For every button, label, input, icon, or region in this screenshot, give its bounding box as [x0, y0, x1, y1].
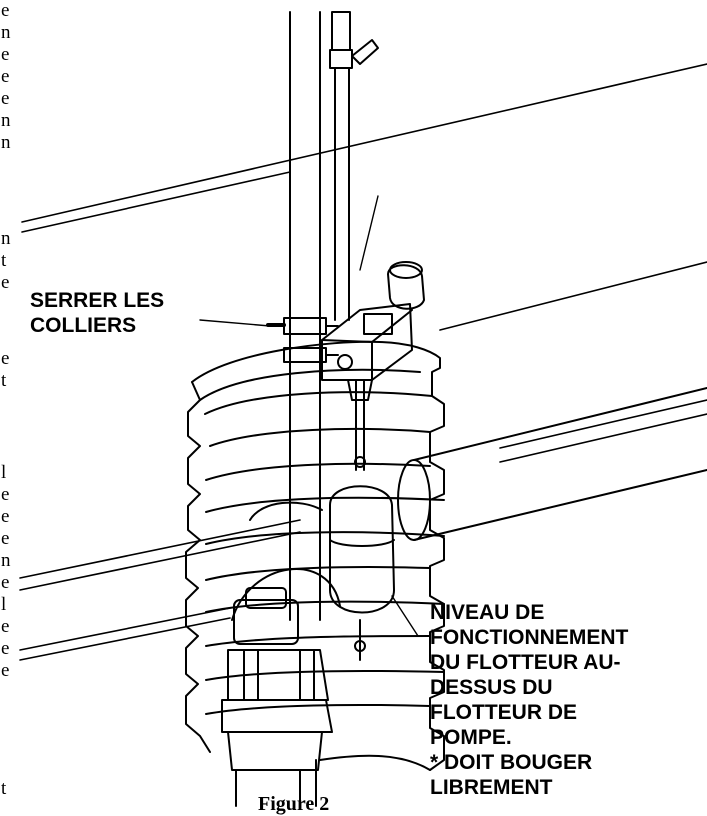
inlet-pipe: [397, 387, 707, 541]
float-label-line-2: FONCTIONNEMENT: [430, 626, 629, 649]
float-label-line-3: DU FLOTTEUR AU-: [430, 651, 621, 674]
discharge-pipe: [289, 11, 321, 621]
sump-pump: [221, 568, 341, 807]
alarm-box: [321, 195, 425, 381]
float-label-line-6: POMPE.: [430, 726, 512, 749]
margin-fragment: n: [1, 228, 11, 249]
margin-fragment: n: [1, 110, 11, 131]
margin-fragment: e: [1, 0, 10, 21]
margin-fragment: e: [1, 88, 10, 109]
margin-fragment: e: [1, 616, 10, 637]
floor-lines: [19, 63, 707, 661]
float-switch: [329, 379, 419, 661]
margin-fragment: n: [1, 132, 11, 153]
margin-fragment: e: [1, 572, 10, 593]
float-level-label: NIVEAU DE FONCTIONNEMENT DU FLOTTEUR AU-…: [430, 600, 628, 800]
clamp-label-line-1: SERRER LES: [30, 289, 165, 312]
margin-fragment: e: [1, 528, 10, 549]
margin-fragment: e: [1, 506, 10, 527]
sump-basin: [185, 340, 445, 771]
figure-caption: Figure 2: [258, 793, 330, 815]
margin-fragment: l: [1, 462, 7, 483]
margin-fragment: e: [1, 348, 10, 369]
margin-fragment: n: [1, 22, 11, 43]
alarm-pipe: [329, 11, 379, 321]
margin-fragment: e: [1, 272, 10, 293]
margin-fragment: e: [1, 66, 10, 87]
margin-fragment: e: [1, 638, 10, 659]
margin-fragment: t: [1, 778, 7, 799]
float-label-line-7: * DOIT BOUGER: [430, 751, 593, 774]
margin-fragment: t: [1, 370, 7, 391]
float-label-line-8: LIBREMENT: [430, 776, 553, 799]
margin-fragment: e: [1, 660, 10, 681]
float-label-line-1: NIVEAU DE: [430, 601, 545, 624]
pipe-clamps: [266, 317, 339, 363]
clamp-leader-line: [199, 319, 271, 327]
float-label-line-5: FLOTTEUR DE: [430, 701, 577, 724]
margin-fragment: e: [1, 484, 10, 505]
clamp-label: SERRER LES COLLIERS: [30, 288, 164, 338]
clamp-label-line-2: COLLIERS: [30, 314, 137, 337]
margin-fragment: t: [1, 250, 7, 271]
margin-fragment: n: [1, 550, 11, 571]
margin-fragment: l: [1, 594, 7, 615]
margin-fragment: e: [1, 44, 10, 65]
float-label-line-4: DESSUS DU: [430, 676, 553, 699]
